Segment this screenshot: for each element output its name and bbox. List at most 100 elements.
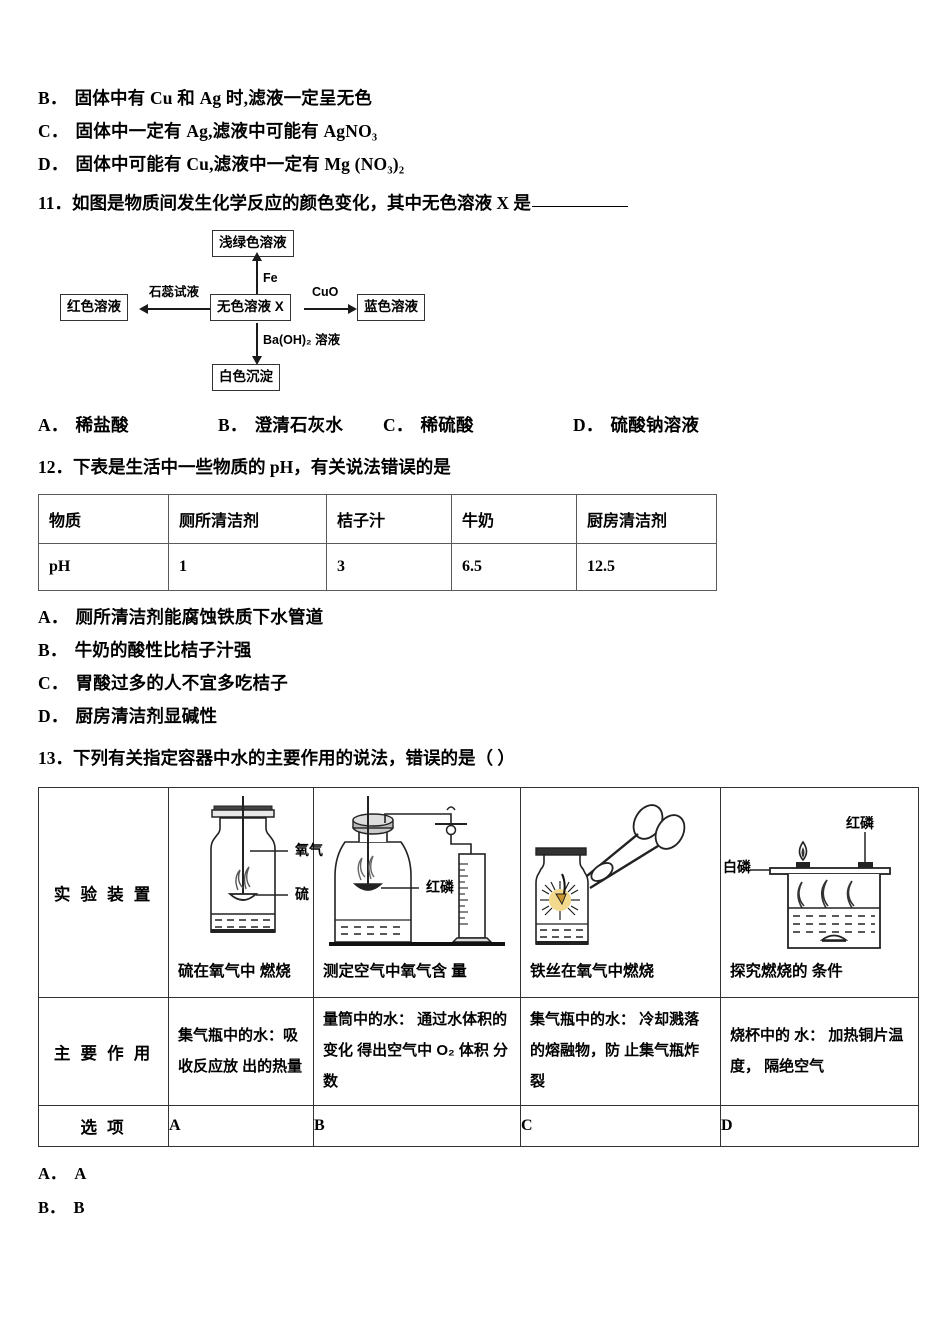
cell-substance-3: 牛奶	[451, 494, 577, 544]
caption-experiment-3: 铁丝在氧气中燃烧	[530, 963, 655, 980]
combustion-conditions-diagram-svg	[750, 832, 891, 949]
q12-option-a: A． 厕所清洁剂能腐蚀铁质下水管道	[38, 601, 918, 634]
q11-option-c: C． 稀硫酸	[383, 409, 573, 442]
table-row-substance: 物质 厕所清洁剂 桔子汁 牛奶 厨房清洁剂	[38, 494, 717, 544]
answer-label: A．	[38, 1164, 67, 1183]
purpose-text-2: 量筒中的水： 通过水体积的变化 得出空气中 O₂ 体积 分数	[323, 1011, 509, 1090]
caption-experiment-2: 测定空气中氧气含 量	[323, 963, 467, 980]
table-row-apparatus: 实 验 装 置	[38, 787, 919, 998]
figure-label-oxygen: 氧气	[295, 842, 323, 858]
answer-blank[interactable]	[531, 192, 628, 207]
cell-purpose-4: 烧杯中的 水： 加热铜片温 度， 隔绝空气	[720, 997, 919, 1106]
air-oxygen-diagram-svg	[329, 796, 505, 946]
q11-number: 11．	[38, 193, 73, 213]
q12-option-d: D． 厨房清洁剂显碱性	[38, 700, 918, 733]
cell-purpose-1: 集气瓶中的水：吸收反应放 出的热量	[168, 997, 314, 1106]
q12-option-b: B． 牛奶的酸性比桔子汁强	[38, 634, 918, 667]
flow-box-left: 红色溶液	[60, 294, 128, 321]
option-label: D．	[573, 415, 604, 435]
cell-ph-4: 12.5	[576, 543, 717, 591]
cell-purpose-3: 集气瓶中的水： 冷却溅落的熔融物，防 止集气瓶炸裂	[520, 997, 721, 1106]
q13-stem: 13．下列有关指定容器中水的主要作用的说法，错误的是（ ）	[38, 743, 918, 773]
q12-number: 12．	[38, 457, 73, 477]
apparatus-cell-inner-1: 氧气 硫 硫在氧气中 燃烧	[169, 788, 323, 997]
q10-option-c: C．固体中一定有 Ag,滤液中可能有 AgNO₃	[38, 115, 918, 148]
figure-iron-wire-burning	[530, 796, 711, 956]
cell-apparatus-3: 铁丝在氧气中燃烧	[520, 787, 721, 998]
iron-wire-diagram-svg	[535, 804, 686, 945]
flow-arrow-up	[252, 252, 262, 261]
apparatus-cell-inner-4: 白磷 红磷 探究燃烧的 条件	[721, 788, 918, 997]
answer-label: B．	[38, 1198, 66, 1217]
q12-ph-table: 物质 厕所清洁剂 桔子汁 牛奶 厨房清洁剂 pH 1 3 6.5 12.5	[38, 494, 717, 591]
table-row-ph: pH 1 3 6.5 12.5	[38, 543, 717, 591]
q10-option-d: D． 固体中可能有 Cu,滤液中一定有 Mg (NO₃)₂	[38, 148, 918, 181]
option-text: 牛奶的酸性比桔子汁强	[74, 640, 252, 660]
flow-line-left	[146, 308, 210, 310]
flow-label-baoh2: Ba(OH)₂ 溶液	[263, 333, 341, 347]
figure-label-red-phosphorus: 红磷	[846, 816, 874, 830]
cell-ph-1: 1	[168, 543, 327, 591]
q12-options-group: A． 厕所清洁剂能腐蚀铁质下水管道 B． 牛奶的酸性比桔子汁强 C．胃酸过多的人不宜…	[38, 601, 918, 733]
rowhead-apparatus: 实 验 装 置	[38, 787, 169, 998]
figure-label-white-phosphorus: 白磷	[723, 859, 751, 875]
option-text: 稀盐酸	[75, 415, 129, 435]
option-label: A．	[38, 607, 69, 627]
option-text: 厕所清洁剂能腐蚀铁质下水管道	[75, 607, 324, 627]
cell-option-2: B	[313, 1105, 521, 1147]
flow-arrow-down	[252, 356, 262, 365]
purpose-text-1: 集气瓶中的水：吸收反应放 出的热量	[178, 1026, 303, 1075]
cell-row-label: pH	[38, 543, 169, 591]
cell-substance-4: 厨房清洁剂	[576, 494, 717, 544]
option-label: D．	[38, 706, 69, 726]
q13-experiment-table: 实 验 装 置	[38, 787, 919, 1147]
caption-experiment-1: 硫在氧气中 燃烧	[178, 963, 291, 980]
q10-options-group: B．固体中有 Cu 和 Ag 时,滤液一定呈无色 C．固体中一定有 Ag,滤液中…	[38, 82, 918, 181]
option-label: A．	[38, 415, 69, 435]
cell-ph-3: 6.5	[451, 543, 577, 591]
purpose-text-3: 集气瓶中的水： 冷却溅落的熔融物，防 止集气瓶炸裂	[530, 1011, 700, 1090]
q11-option-d: D． 硫酸钠溶液	[573, 409, 699, 442]
q12-option-c: C．胃酸过多的人不宜多吃桔子	[38, 667, 918, 700]
sulfur-burning-diagram-svg	[210, 796, 288, 933]
table-row-purpose: 主 要 作 用 集气瓶中的水：吸收反应放 出的热量 量筒中的水： 通过水体积的变…	[38, 997, 919, 1106]
flow-label-cuo: CuO	[312, 285, 339, 299]
flow-label-fe: Fe	[263, 271, 278, 285]
option-label: C．	[383, 415, 414, 435]
q13-answer-b: B． B	[38, 1191, 918, 1225]
answer-text: B	[73, 1198, 85, 1217]
caption-experiment-4: 探究燃烧的 条件	[730, 963, 843, 980]
q10-option-b: B．固体中有 Cu 和 Ag 时,滤液一定呈无色	[38, 82, 918, 115]
option-text: 胃酸过多的人不宜多吃桔子	[75, 673, 288, 693]
answer-text: A	[74, 1164, 87, 1183]
q12-stem: 12．下表是生活中一些物质的 pH，有关说法错误的是	[38, 452, 918, 482]
option-text: 固体中可能有 Cu,滤液中一定有 Mg (NO₃)₂	[75, 154, 405, 174]
q11-option-b: B．澄清石灰水	[218, 409, 383, 442]
flow-label-litmus: 石蕊试液	[149, 285, 200, 299]
cell-option-1: A	[168, 1105, 314, 1147]
q12-stem-text: 下表是生活中一些物质的 pH，有关说法错误的是	[73, 457, 451, 477]
cell-option-4: D	[720, 1105, 919, 1147]
cell-row-label: 物质	[38, 494, 169, 544]
cell-option-3: C	[520, 1105, 721, 1147]
option-text: 硫酸钠溶液	[610, 415, 700, 435]
flow-line-right	[304, 308, 350, 310]
flow-box-center: 无色溶液 X	[210, 294, 291, 321]
option-text: 澄清石灰水	[254, 415, 344, 435]
cell-substance-1: 厕所清洁剂	[168, 494, 327, 544]
option-label: D．	[38, 154, 69, 174]
cell-apparatus-2: 红磷 测定空气中氧气含 量	[313, 787, 521, 998]
flow-box-right: 蓝色溶液	[357, 294, 425, 321]
cell-purpose-2: 量筒中的水： 通过水体积的变化 得出空气中 O₂ 体积 分数	[313, 997, 521, 1106]
q11-reaction-flowchart: 浅绿色溶液 红色溶液 无色溶液 X 蓝色溶液 白色沉淀 Fe 石蕊试液 CuO …	[60, 228, 480, 393]
q11-option-a: A． 稀盐酸	[38, 409, 218, 442]
rowhead-purpose: 主 要 作 用	[38, 997, 169, 1106]
option-text: 稀硫酸	[420, 415, 474, 435]
flow-line-up	[256, 259, 258, 294]
cell-substance-2: 桔子汁	[326, 494, 452, 544]
q13-stem-text: 下列有关指定容器中水的主要作用的说法，错误的是（ ）	[73, 748, 515, 768]
option-label: B．	[38, 640, 68, 660]
option-text: 厨房清洁剂显碱性	[75, 706, 218, 726]
q11-stem: 11．如图是物质间发生化学反应的颜色变化，其中无色溶液 X 是	[38, 188, 918, 218]
flow-line-down	[256, 323, 258, 359]
